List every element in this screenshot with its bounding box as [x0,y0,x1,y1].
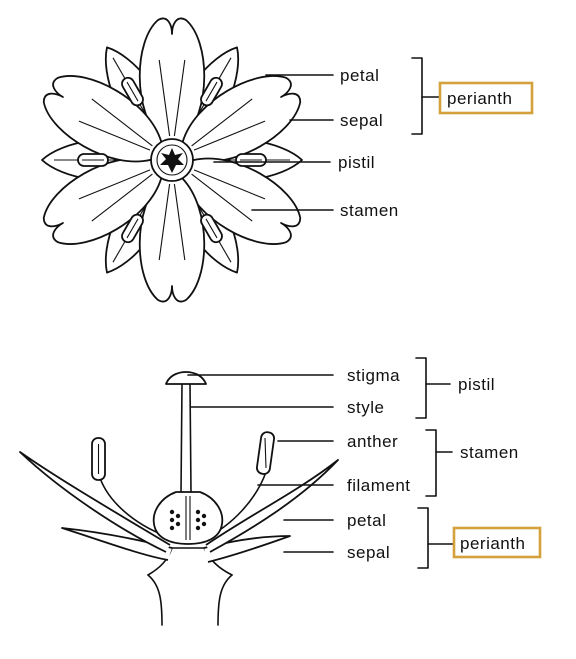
label-petal-bottom: petal [347,511,386,530]
label-stamen-bottom: stamen [460,443,519,462]
petal-vein [173,59,186,137]
stamen-anther-top [77,153,109,167]
top-flower-drawing [41,17,303,303]
label-filament: filament [347,476,411,495]
stem-right [217,574,233,626]
petal-shape [42,157,163,245]
right-anther-line [264,437,267,469]
pistil-inner-ring [156,144,188,176]
petal-vein [193,120,266,151]
bottom-flower-section [19,371,339,626]
stamen-anther-top [200,213,223,244]
label-sepal-bottom: sepal [347,543,390,562]
label-perianth-top: perianth [447,89,512,108]
petal-shape [181,157,302,245]
label-sepal-top: sepal [340,111,383,130]
petal-vein [158,59,171,137]
label-stigma: stigma [347,366,400,385]
perianth-highlight-box-top [438,81,534,115]
label-style: style [347,398,384,417]
label-anther: anther [347,432,398,451]
stamen-anther-top [200,76,223,107]
petal-vein [91,98,153,147]
top-perianth-bracket [411,57,423,135]
stamen-bracket [425,429,437,497]
perianth-highlight-box-bottom [452,526,542,559]
stem-left [147,574,163,626]
petal-shape [42,75,163,163]
petal-vein [173,183,186,261]
stamen-anther-top [235,153,267,167]
style [180,383,192,493]
right-petal [205,459,339,553]
petal-vein [78,169,151,200]
stamens-group [77,76,267,244]
petal-shape [181,75,302,163]
right-sepal [203,535,291,563]
bottom-perianth-bracket [417,507,429,569]
petal-vein [158,183,171,261]
stigma [165,371,207,385]
ovules [169,509,207,531]
left-sepal [61,527,173,561]
stamen-anther-top [121,213,144,244]
ovary-septum [185,496,191,540]
petals-group [42,17,302,303]
ovary [152,491,224,545]
label-pistil-top: pistil [338,153,375,172]
top-leader-lines [213,57,441,211]
label-pistil-bottom: pistil [458,375,495,394]
label-petal-top: petal [340,66,379,85]
petal-vein [91,173,153,222]
stamen-anther-top [121,76,144,107]
left-petal [19,451,171,553]
petal-vein [191,173,253,222]
label-stamen-top: stamen [340,201,399,220]
petal-vein [78,120,151,151]
receptacle [147,547,233,576]
bottom-leader-lines [187,357,455,569]
petal-shape [138,177,206,303]
petal-vein [193,169,266,200]
petal-shape [138,17,206,143]
pistil-bracket [415,357,427,419]
label-perianth-bottom: perianth [460,534,525,553]
petal-vein [191,98,253,147]
pistil-star [160,148,184,173]
